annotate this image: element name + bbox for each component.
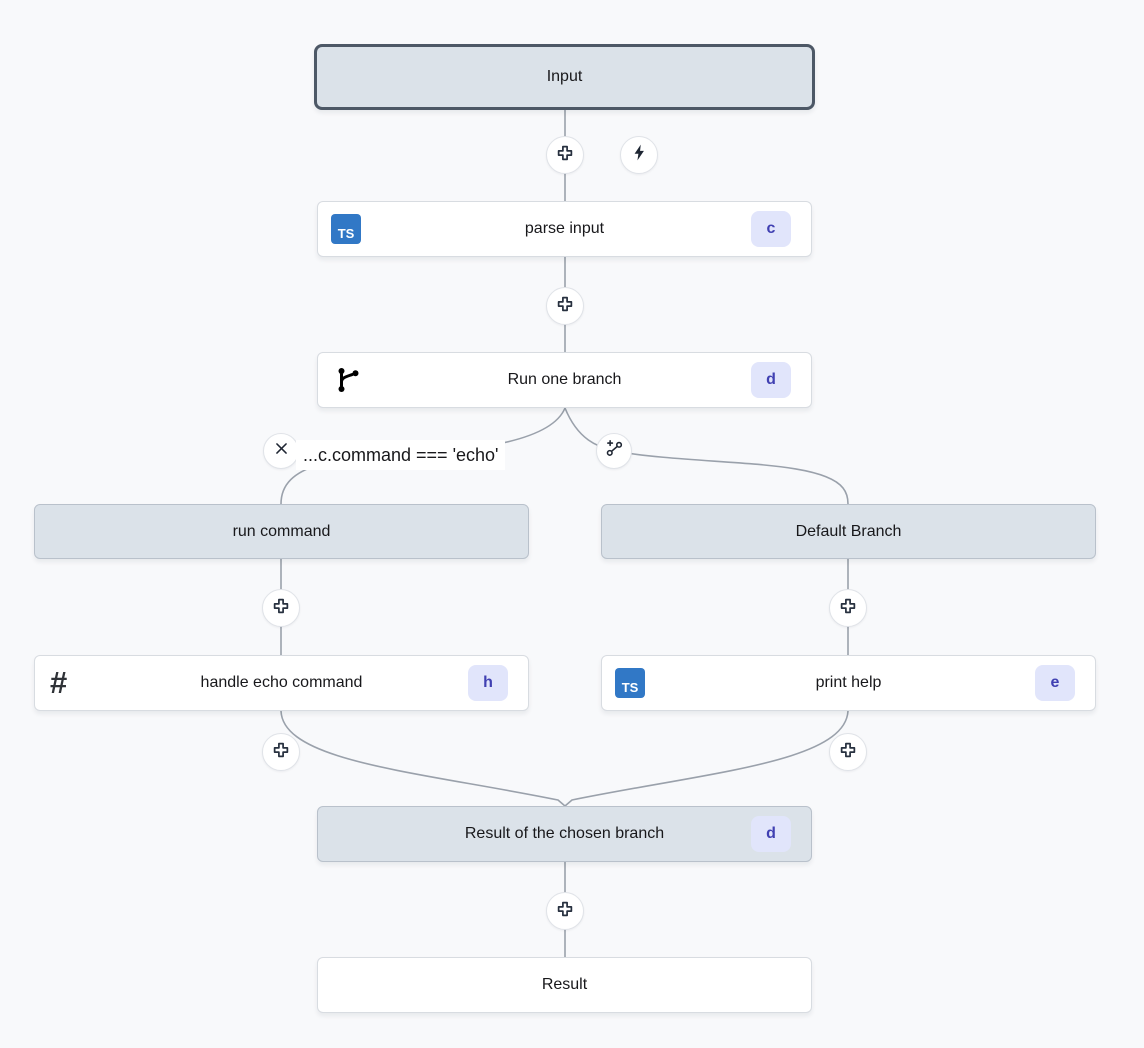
add-step-button[interactable] — [829, 589, 867, 627]
git-branch-icon — [334, 365, 364, 395]
lightning-icon — [630, 143, 649, 167]
add-trigger-button[interactable] — [620, 136, 658, 174]
node-print-help[interactable]: TS print help e — [601, 655, 1096, 711]
plus-icon — [839, 741, 857, 764]
add-step-button[interactable] — [546, 136, 584, 174]
branch-header-default[interactable]: Default Branch — [601, 504, 1096, 559]
node-parse-input-label: parse input — [524, 220, 605, 237]
plus-icon — [556, 900, 574, 923]
branch-header-run-command[interactable]: run command — [34, 504, 529, 559]
node-result-of-chosen-branch-label: Result of the chosen branch — [464, 825, 665, 842]
branch-condition-label: ...c.command === 'echo' — [296, 440, 506, 470]
plus-icon — [556, 144, 574, 167]
hash-glyph: # — [50, 664, 68, 700]
node-parse-input[interactable]: TS parse input c — [317, 201, 812, 257]
add-step-button[interactable] — [262, 589, 300, 627]
add-step-button[interactable] — [829, 733, 867, 771]
node-result-of-chosen-branch[interactable]: Result of the chosen branch d — [317, 806, 812, 862]
bash-icon: # — [50, 664, 68, 700]
typescript-icon: TS — [615, 668, 645, 698]
node-result[interactable]: Result — [317, 957, 812, 1013]
typescript-icon-label: TS — [331, 214, 361, 244]
node-handle-echo-command-id-badge: h — [468, 665, 508, 701]
node-input[interactable]: Input — [314, 44, 815, 110]
remove-branch-button[interactable] — [263, 433, 299, 469]
node-print-help-id-badge: e — [1035, 665, 1075, 701]
plus-icon — [272, 597, 290, 620]
node-handle-echo-command[interactable]: # handle echo command h — [34, 655, 529, 711]
add-branch-button[interactable] — [596, 433, 632, 469]
branch-header-run-command-label: run command — [232, 522, 331, 540]
node-handle-echo-command-label: handle echo command — [200, 674, 363, 691]
plus-icon — [556, 295, 574, 318]
node-run-one-branch[interactable]: Run one branch d — [317, 352, 812, 408]
node-parse-input-id-badge: c — [751, 211, 791, 247]
node-result-label: Result — [541, 976, 588, 993]
node-input-label: Input — [546, 68, 583, 85]
node-print-help-label: print help — [815, 674, 882, 691]
add-step-button[interactable] — [546, 892, 584, 930]
node-run-one-branch-label: Run one branch — [507, 371, 622, 388]
add-step-button[interactable] — [546, 287, 584, 325]
plus-icon — [839, 597, 857, 620]
add-step-button[interactable] — [262, 733, 300, 771]
close-icon — [272, 439, 291, 463]
typescript-icon-label: TS — [615, 668, 645, 698]
node-result-of-chosen-branch-id-badge: d — [751, 816, 791, 852]
edge-merge-right — [564, 710, 849, 807]
typescript-icon: TS — [331, 214, 361, 244]
branch-header-default-label: Default Branch — [795, 522, 902, 540]
edge-branch-right — [564, 407, 849, 505]
node-run-one-branch-id-badge: d — [751, 362, 791, 398]
branch-plus-icon — [604, 438, 625, 464]
plus-icon — [272, 741, 290, 764]
edge-merge-left — [280, 710, 566, 807]
